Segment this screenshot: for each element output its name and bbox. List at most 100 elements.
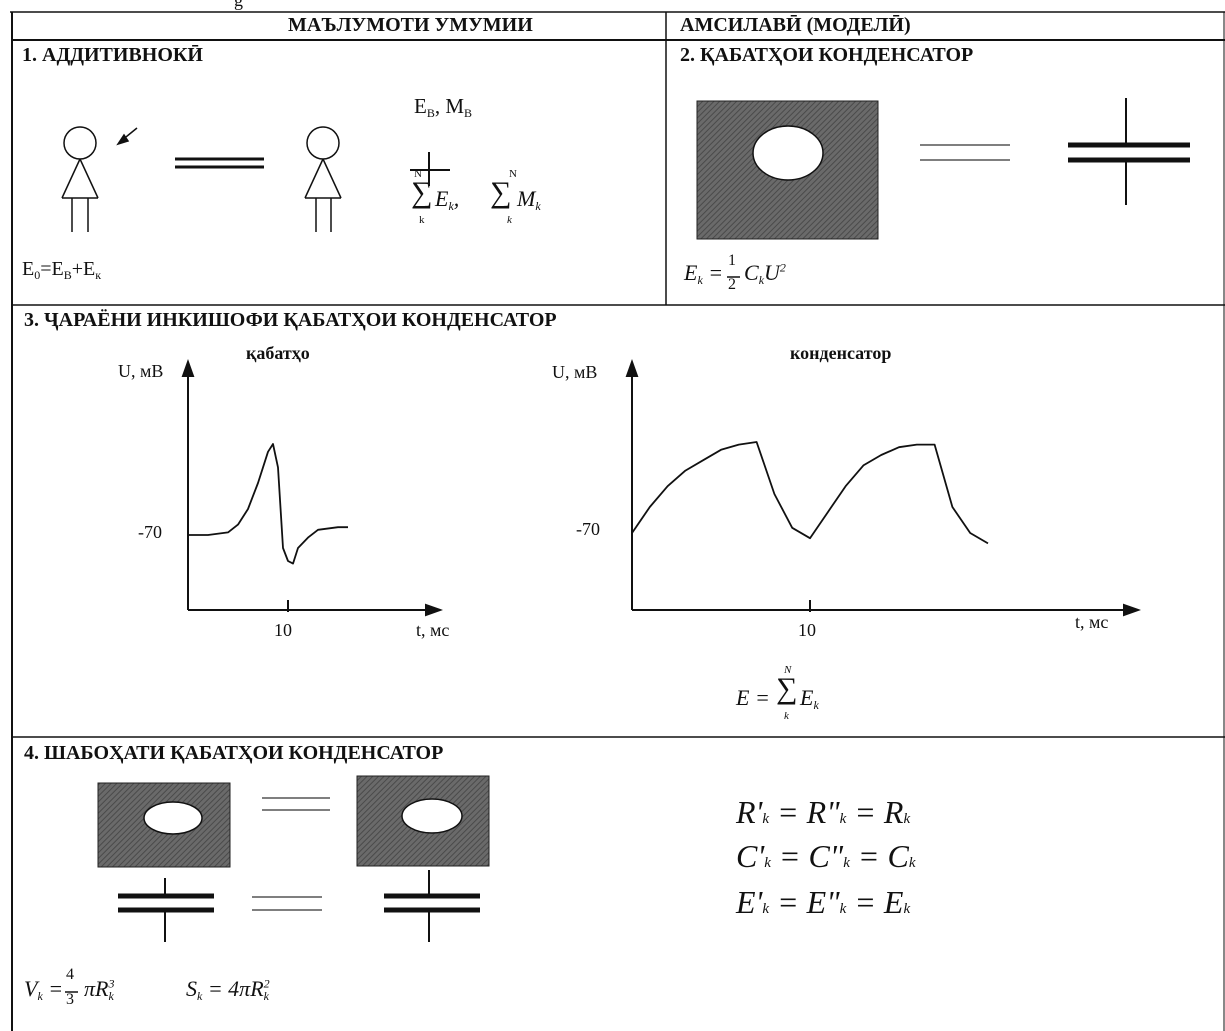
- rel-r1-sub: k: [762, 811, 770, 827]
- chart1-axes: [181, 359, 443, 617]
- vol-sup: 3: [108, 976, 115, 991]
- rel-e2: = E": [777, 884, 840, 920]
- f3-e: E: [736, 685, 750, 710]
- relation-c: C'k = C"k = Ck: [736, 838, 916, 875]
- vol-pir: πR: [84, 976, 109, 1001]
- volume-rhs: πR3k: [84, 976, 115, 1003]
- vol-r-sub: k: [108, 989, 114, 1003]
- label-m-sub: B: [464, 106, 473, 120]
- f2-u: U: [764, 260, 780, 285]
- capacitor-shell-large: [696, 100, 879, 240]
- top-fragment: g: [234, 0, 243, 10]
- sum-term1-text: E: [435, 186, 449, 211]
- rel-e1-sub: k: [762, 901, 770, 917]
- rel-c1-sub: k: [764, 855, 771, 871]
- eq-eb-sub: B: [63, 268, 72, 282]
- chart2-xtick: 10: [798, 620, 816, 640]
- chart1-xtick: 10: [274, 620, 292, 640]
- header-title-left: МАЪЛУМОТИ УМУМИИ: [288, 14, 533, 36]
- f2-c-sub: k: [758, 273, 765, 287]
- vol-v-sub: k: [37, 989, 43, 1003]
- section2-formula-lhs: Ek =: [684, 260, 724, 287]
- eq-ek-sub: к: [95, 268, 102, 282]
- section3-sum-upper: N: [784, 664, 792, 676]
- chart2-ytick: -70: [576, 519, 600, 539]
- f2-sup: 2: [779, 260, 786, 275]
- sum-term-2: Mk: [517, 186, 541, 213]
- label-e-sub: B: [426, 106, 435, 120]
- f2-c: C: [744, 260, 759, 285]
- section1-equation: E0=EB+Eк: [22, 258, 102, 282]
- rel-r3: = R: [854, 794, 904, 830]
- double-line-icon: [920, 144, 1010, 161]
- chart2-ylabel: U, мВ: [552, 362, 598, 382]
- vol-v: V: [24, 976, 38, 1001]
- eq-e0: E: [22, 258, 35, 280]
- chart2-series-line: [631, 441, 989, 545]
- f2-e-sub: k: [697, 273, 703, 287]
- relation-r: R'k = R"k = Rk: [736, 794, 910, 831]
- section1-label-top: EB, MB: [414, 94, 473, 120]
- volume-num: 4: [66, 966, 74, 983]
- chart1-plot: [188, 443, 348, 565]
- f3-term: E: [800, 685, 814, 710]
- sum-upper-2: N: [509, 168, 517, 180]
- label-e: E: [414, 94, 427, 118]
- section1-title: 1. АДДИТИВНОКӢ: [22, 44, 203, 66]
- arrow-icon: [116, 127, 138, 146]
- rel-e1: E': [736, 884, 763, 920]
- rel-e3: = E: [854, 884, 904, 920]
- chart1-xlabel: t, мс: [416, 620, 450, 640]
- rel-c2: = C": [778, 838, 844, 874]
- sum-sign-2: ∑: [490, 176, 512, 209]
- area-s-sub: k: [197, 989, 203, 1003]
- rel-r3-sub: k: [903, 811, 911, 827]
- chart1-ytick: -70: [138, 522, 162, 542]
- section2-formula-den: 2: [728, 276, 736, 293]
- sum-lower-1: k: [419, 214, 425, 226]
- section3-sum-lower: k: [784, 710, 789, 722]
- sum-term-1: Ek,: [435, 186, 460, 213]
- section3-sum-sign: ∑: [776, 672, 798, 705]
- sum-lower-2: k: [507, 214, 512, 226]
- section2-title: 2. ҚАБАТҲОИ КОНДЕНСАТОР: [680, 44, 974, 66]
- area-r-sub: k: [263, 989, 269, 1003]
- rel-c1: C': [736, 838, 765, 874]
- chart2-title: конденсатор: [790, 343, 892, 363]
- capacitor-symbol-small-right-icon: [384, 870, 480, 942]
- rel-r2-sub: k: [839, 811, 847, 827]
- area-formula: Sk = 4πR2k: [186, 976, 270, 1003]
- section2-formula-rhs: CkU2: [744, 260, 786, 287]
- double-line-small-icon: [262, 797, 330, 811]
- rel-r1: R': [736, 794, 763, 830]
- eq-e0-sub: 0: [34, 268, 41, 282]
- label-m: , M: [434, 94, 465, 118]
- volume-lhs: Vk =: [24, 976, 64, 1003]
- sum-sign-1: ∑: [411, 176, 433, 209]
- area-sup: 2: [263, 976, 270, 991]
- chart2-plot: [631, 441, 989, 545]
- f3-term-sub: k: [813, 698, 819, 712]
- sum-term2-sub: k: [535, 199, 541, 213]
- capacitor-shell-small-left: [97, 782, 231, 868]
- stick-figure-left: [61, 126, 99, 232]
- stick-figure-right: [304, 126, 342, 232]
- section2-formula-num: 1: [728, 252, 736, 269]
- capacitor-symbol-icon: [1068, 98, 1190, 205]
- area-rhs: = 4πR: [207, 976, 264, 1001]
- chart2-xlabel: t, мс: [1075, 612, 1109, 632]
- rel-e2-sub: k: [839, 901, 847, 917]
- rel-e3-sub: k: [903, 901, 911, 917]
- eq-eb: =E: [40, 258, 64, 280]
- section4-title: 4. ШАБОҲАТИ ҚАБАТҲОИ КОНДЕНСАТОР: [24, 742, 444, 764]
- chart1-series-line: [188, 443, 348, 565]
- sum-term1-sub: k: [448, 199, 454, 213]
- sum-upper-1: N: [414, 168, 422, 180]
- section3-title: 3. ҶАРАЁНИ ИНКИШОФИ ҚАБАТҲОИ КОНДЕНСАТОР: [24, 309, 557, 331]
- chart1-title: қабатҳо: [246, 343, 310, 363]
- double-line-small2-icon: [252, 896, 322, 911]
- area-s: S: [186, 976, 197, 1001]
- capacitor-shell-small-right: [356, 775, 490, 867]
- rel-c3-sub: k: [908, 855, 916, 871]
